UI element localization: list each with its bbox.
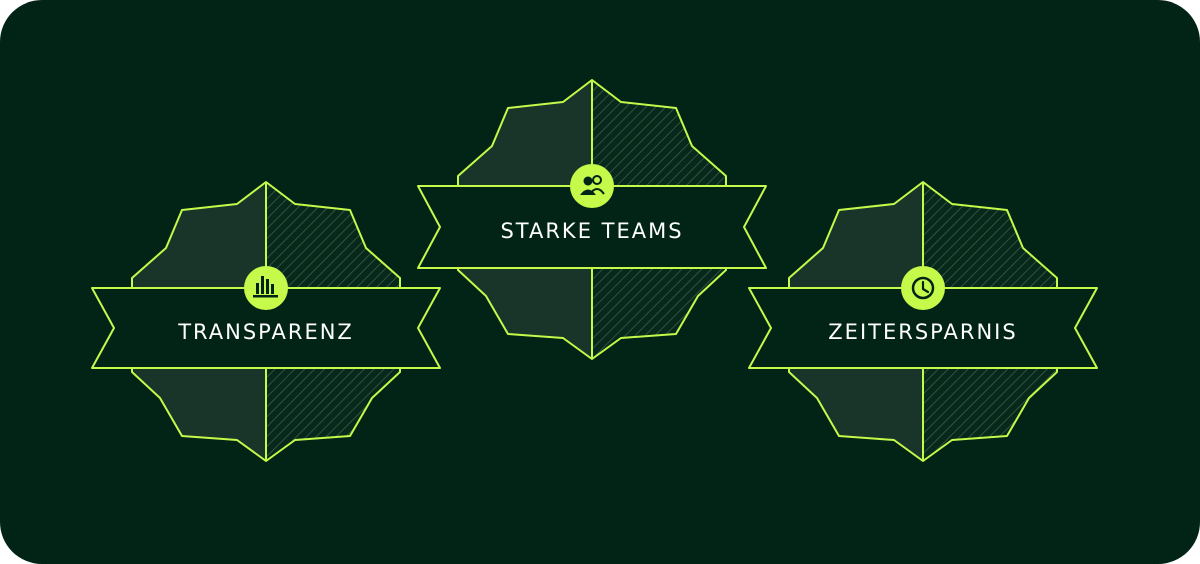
bar-chart-icon: [244, 266, 288, 310]
clock-icon: [901, 266, 945, 310]
badge-transparenz: [91, 181, 441, 462]
badge-starke-teams-ribbon: [417, 185, 767, 269]
badge-zeitersparnis: [748, 181, 1098, 462]
badge-zeitersparnis-ribbon: [748, 287, 1098, 369]
team-icon: [570, 164, 614, 208]
badge-starke-teams-label: STARKE TEAMS: [500, 219, 684, 243]
badge-transparenz-label: TRANSPARENZ: [178, 320, 354, 344]
badge-transparenz-ribbon: [91, 287, 441, 369]
badge-zeitersparnis-label: ZEITERSPARNIS: [828, 320, 1018, 344]
badge-starke-teams: [417, 79, 767, 360]
